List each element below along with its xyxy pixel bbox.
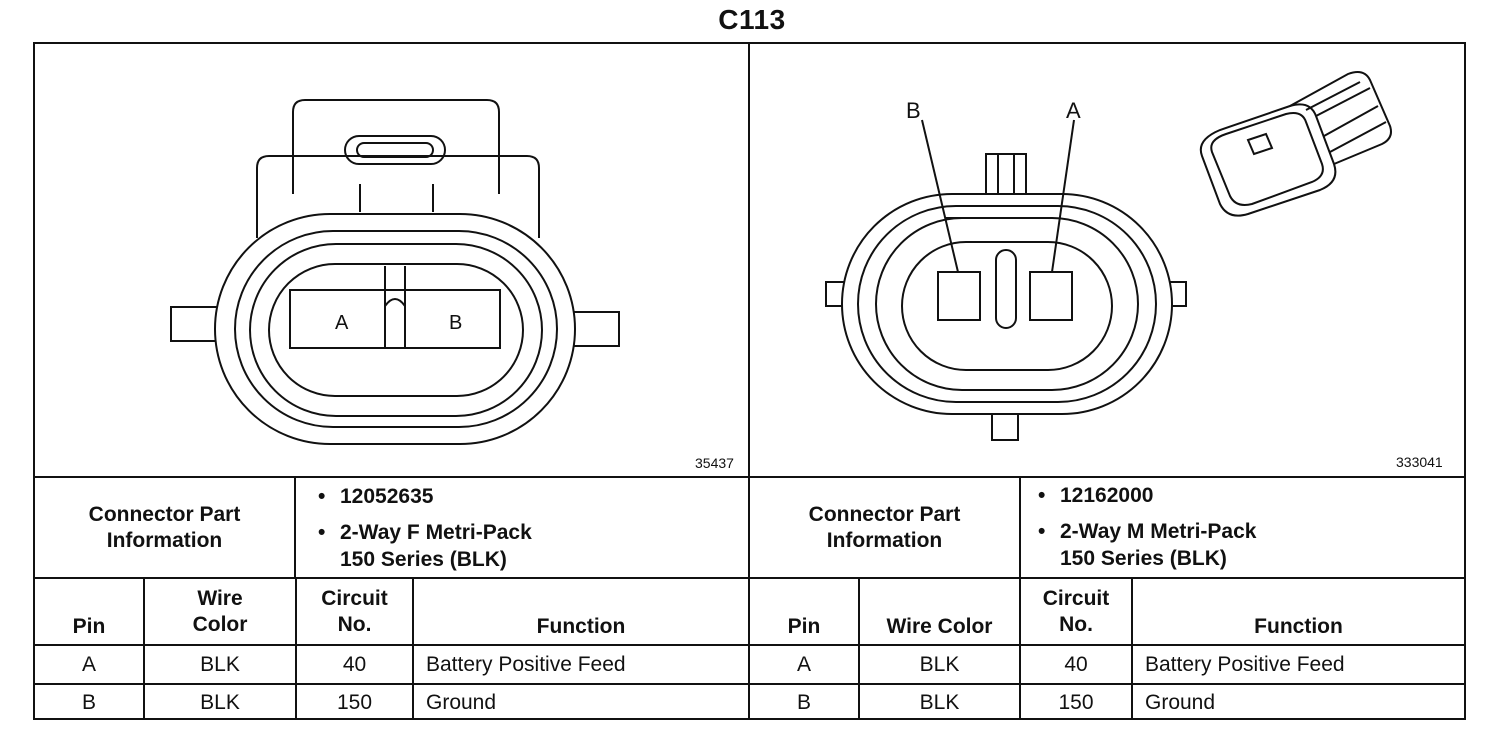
left-figure-id: 35437 xyxy=(695,455,734,471)
table-row-left-a-wire: BLK xyxy=(200,652,240,676)
table-row-right-b-function: Ground xyxy=(1145,690,1216,714)
right-col-divider-1 xyxy=(858,577,860,720)
right-connector-figure: B A 333041 xyxy=(750,44,1464,476)
left-connector-figure: A B 35437 xyxy=(35,44,748,476)
right-pin-label-a: A xyxy=(1066,98,1081,123)
diagram-title: C113 xyxy=(718,4,786,35)
male-connector-drawing: B A xyxy=(825,71,1392,441)
table-row-right-b-pin: B xyxy=(796,690,811,714)
right-connector-label-text: Connector Part Information xyxy=(808,502,961,552)
right-part-type: 2-Way M Metri-Pack xyxy=(1036,518,1456,545)
left-header-function: Function xyxy=(536,615,626,638)
table-row-left-b-wire: BLK xyxy=(200,690,240,714)
right-header-circuit: Circuit No. xyxy=(1021,579,1131,644)
left-pin-label-a: A xyxy=(335,312,349,334)
right-col-divider-3 xyxy=(1131,577,1133,720)
left-col-divider-3 xyxy=(412,577,414,720)
right-figure-id: 333041 xyxy=(1396,454,1443,470)
header-bottom-rule xyxy=(33,644,1466,646)
right-part-number: 12162000 xyxy=(1036,482,1456,509)
right-info-divider xyxy=(1019,476,1021,578)
table-row-right-b-circuit: 150 xyxy=(1058,690,1094,714)
header-top-rule xyxy=(33,577,1466,579)
right-part-info: 12162000 2-Way M Metri-Pack 150 Series (… xyxy=(1036,482,1456,572)
left-header-pin: Pin xyxy=(72,615,106,638)
table-row-left-a-circuit: 40 xyxy=(342,652,367,676)
left-col-divider-2 xyxy=(295,577,297,720)
left-info-divider xyxy=(294,476,296,578)
right-connector-label: Connector Part Information xyxy=(750,478,1019,577)
right-pin-label-b: B xyxy=(906,98,921,123)
left-part-type: 2-Way F Metri-Pack xyxy=(316,519,736,546)
left-part-number: 12052635 xyxy=(316,483,736,510)
female-connector-drawing: A B xyxy=(170,99,620,445)
right-header-pin: Pin xyxy=(787,615,821,638)
center-divider xyxy=(748,42,750,720)
left-header-wire-color: Wire Color xyxy=(145,579,295,644)
left-header-circuit: Circuit No. xyxy=(297,579,412,644)
left-header-circuit-text: Circuit No. xyxy=(321,586,388,636)
right-col-divider-2 xyxy=(1019,577,1021,720)
table-row-left-b-circuit: 150 xyxy=(336,690,373,714)
right-header-function: Function xyxy=(1254,615,1343,638)
left-header-wire-color-text: Wire Color xyxy=(192,586,248,636)
table-row-left-b-pin: B xyxy=(81,690,96,714)
table-row-right-a-pin: A xyxy=(796,652,811,676)
table-row-right-a-function: Battery Positive Feed xyxy=(1145,652,1345,676)
right-header-wire-color: Wire Color xyxy=(886,615,993,638)
table-row-right-b-wire: BLK xyxy=(919,690,960,714)
table-row-left-b-function: Ground xyxy=(426,690,497,714)
table-row-right-a-wire: BLK xyxy=(919,652,960,676)
left-pin-label-b: B xyxy=(449,312,462,334)
row-divider xyxy=(33,683,1466,685)
table-row-right-a-circuit: 40 xyxy=(1064,652,1088,676)
left-connector-label-text: Connector Part Information xyxy=(88,502,241,552)
table-row-left-a-function: Battery Positive Feed xyxy=(426,652,626,676)
left-connector-label: Connector Part Information xyxy=(35,478,294,577)
right-header-circuit-text: Circuit No. xyxy=(1042,586,1110,636)
left-part-series: 150 Series (BLK) xyxy=(340,548,507,571)
table-top-rule xyxy=(33,476,1466,478)
table-row-left-a-pin: A xyxy=(81,652,96,676)
left-part-info: 12052635 2-Way F Metri-Pack 150 Series (… xyxy=(316,483,736,573)
left-col-divider-1 xyxy=(143,577,145,720)
right-part-series: 150 Series (BLK) xyxy=(1060,547,1227,570)
